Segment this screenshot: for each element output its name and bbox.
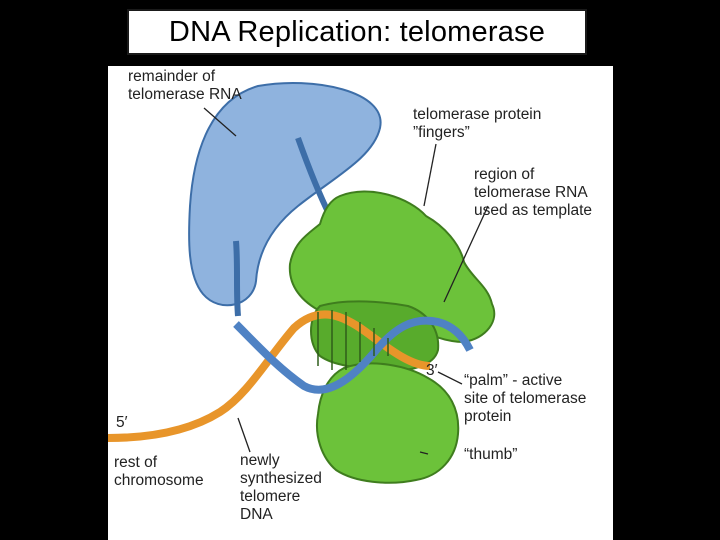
diagram-panel: remainder of telomerase RNA telomerase p… (108, 66, 613, 540)
label-rest-chromosome: rest of chromosome (114, 454, 204, 489)
page-title: DNA Replication: telomerase (168, 15, 546, 48)
dna-blue-strand (233, 316, 474, 394)
label-fingers: telomerase protein ”fingers” (413, 106, 542, 141)
dna-base-pairs (317, 310, 389, 370)
label-5-prime: 5′ (116, 414, 128, 431)
leader-lines (203, 107, 489, 455)
rna-strand-lower (233, 240, 241, 317)
title-box: DNA Replication: telomerase (127, 9, 587, 55)
label-rna-remainder: remainder of telomerase RNA (128, 68, 242, 103)
label-thumb: “thumb” (464, 446, 518, 463)
label-3-prime: 3′ (426, 362, 438, 379)
telomerase-illustration (108, 81, 496, 484)
label-palm: “palm” - active site of telomerase prote… (464, 372, 587, 425)
label-template-region: region of telomerase RNA used as templat… (474, 166, 593, 219)
label-newly-synthesized: newly synthesized telomere DNA (240, 452, 322, 523)
